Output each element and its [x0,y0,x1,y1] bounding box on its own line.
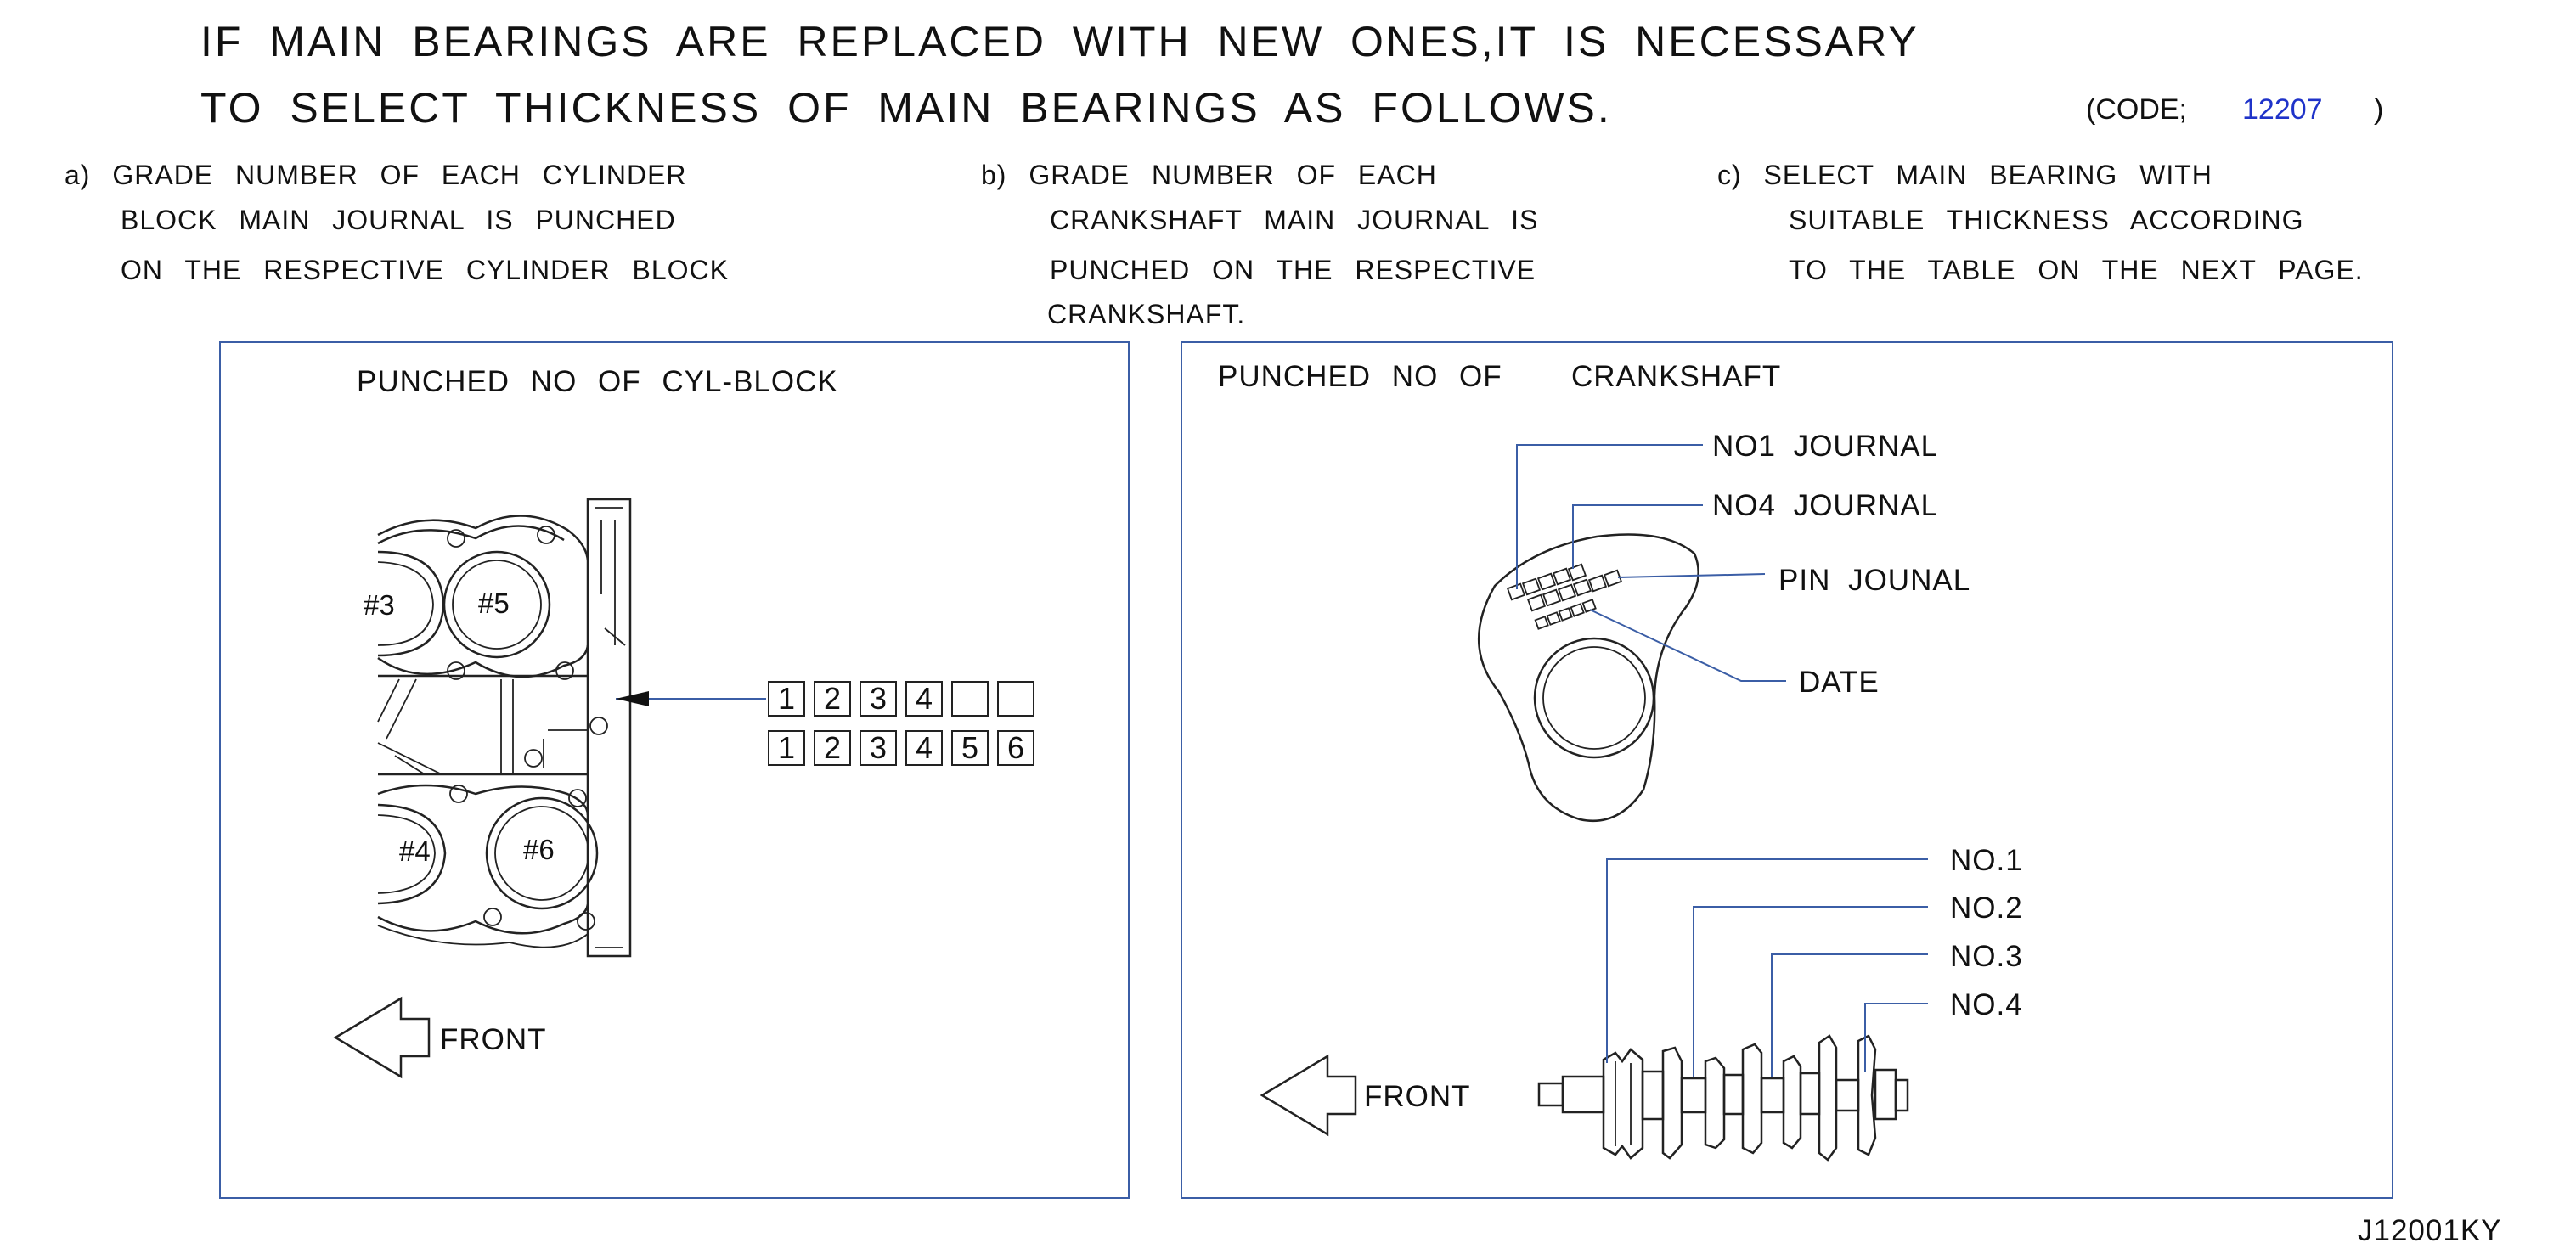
crankshaft-side-drawing [1537,858,1928,1162]
front-arrow-left [333,996,431,1079]
crankshaft-web-drawing [1478,444,1786,823]
code-value: 12207 [2242,93,2323,126]
front-label-right: FRONT [1364,1080,1471,1113]
journal-label-3: NO.3 [1950,940,2023,973]
punch-digit-box: 1 [768,681,805,717]
no1-journal-label: NO1 JOURNAL [1712,430,1939,463]
heading-line-1: IF MAIN BEARINGS ARE REPLACED WITH NEW O… [200,18,1919,65]
front-label-left: FRONT [440,1023,547,1056]
journal-label-4: NO.4 [1950,988,2023,1021]
cylinder-label-6: #6 [523,834,555,865]
cylinder-label-5: #5 [478,588,510,619]
date-label: DATE [1799,666,1880,699]
cylinder-label-4: #4 [399,835,431,867]
punch-digit-box: 4 [905,730,943,766]
figure-id: J12001KY [2358,1214,2502,1247]
step-b-line-1: b) GRADE NUMBER OF EACH [981,160,1437,190]
punch-digit-box [951,681,989,717]
punch-marks [1506,563,1623,630]
code-suffix: ) [2374,93,2384,126]
step-a-line-3: ON THE RESPECTIVE CYLINDER BLOCK [121,255,729,285]
cylinder-block-drawing [377,498,632,958]
code-prefix: (CODE; [2086,93,2187,126]
crankshaft-panel-title-2: CRANKSHAFT [1571,360,1782,393]
cylinder-label-3: #3 [364,589,395,621]
step-c-line-3: TO THE TABLE ON THE NEXT PAGE. [1789,255,2364,285]
no4-journal-label: NO4 JOURNAL [1712,489,1939,522]
front-arrow-right [1260,1054,1357,1137]
step-a-line-1: a) GRADE NUMBER OF EACH CYLINDER [65,160,687,190]
crankshaft-panel [1181,341,2393,1199]
journal-label-1: NO.1 [1950,844,2023,877]
punch-digit-box: 5 [951,730,989,766]
heading-line-2: TO SELECT THICKNESS OF MAIN BEARINGS AS … [200,84,1612,132]
punch-digit-box: 6 [997,730,1034,766]
step-b-line-2: CRANKSHAFT MAIN JOURNAL IS [1050,205,1539,235]
step-b-line-3: PUNCHED ON THE RESPECTIVE [1050,255,1536,285]
crankshaft-panel-title: PUNCHED NO OF [1218,360,1502,393]
step-b-line-4: CRANKSHAFT. [1047,299,1246,329]
punch-digit-box: 2 [814,730,851,766]
step-c-line-1: c) SELECT MAIN BEARING WITH [1717,160,2212,190]
punch-digit-box [997,681,1034,717]
punch-digit-box: 1 [768,730,805,766]
journal-label-2: NO.2 [1950,892,2023,925]
punch-digit-box: 3 [860,730,897,766]
cyl-block-panel [219,341,1130,1199]
punch-digit-box: 4 [905,681,943,717]
punch-digit-box: 3 [860,681,897,717]
pin-journal-label: PIN JOUNAL [1778,564,1971,597]
step-c-line-2: SUITABLE THICKNESS ACCORDING [1789,205,2304,235]
punch-digit-box: 2 [814,681,851,717]
step-a-line-2: BLOCK MAIN JOURNAL IS PUNCHED [121,205,676,235]
cyl-block-panel-title: PUNCHED NO OF CYL-BLOCK [357,365,838,398]
cyl-block-arrowhead [616,691,649,706]
